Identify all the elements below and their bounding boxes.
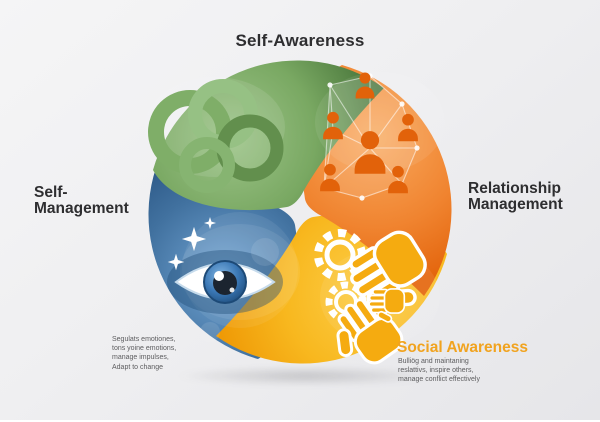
pinwheel-diagram — [145, 60, 452, 380]
label-self-management-line2: Management — [34, 200, 129, 218]
label-self-management: Self- Management — [34, 184, 129, 218]
gloss — [315, 72, 445, 172]
self-mgmt-line4: Adapt to change — [112, 363, 163, 371]
knot-icon — [148, 79, 284, 193]
self-mgmt-line3: manage impulses, — [112, 354, 169, 362]
drop-shadow — [175, 366, 437, 386]
label-self-management-line1: Self- — [34, 184, 68, 201]
social-desc-line3: manage conflict effectively — [398, 376, 480, 384]
people-network-icon — [320, 72, 420, 201]
social-desc-line2: reslattivs, inspire others, — [398, 367, 474, 375]
self-mgmt-line2: tons yoine emotions, — [112, 345, 177, 353]
self-mgmt-line1: Segulats emotiones, — [112, 336, 176, 343]
self-management-description: Segulats emotiones, tons yoine emotions,… — [112, 335, 176, 372]
social-awareness-description: Bulliög and maintaning reslattivs, inspi… — [398, 357, 480, 385]
gears-hands-icon — [314, 224, 444, 380]
label-relationship-management: Relationship Management — [468, 180, 563, 214]
eye-icon — [167, 212, 298, 342]
label-social-awareness: Social Awareness — [397, 339, 528, 356]
label-self-awareness: Self-Awareness — [235, 31, 365, 50]
label-relationship-management-line1: Relationship — [468, 180, 562, 197]
social-desc-line1: Bulliög and maintaning — [398, 358, 469, 365]
label-relationship-management-line2: Management — [468, 196, 563, 214]
